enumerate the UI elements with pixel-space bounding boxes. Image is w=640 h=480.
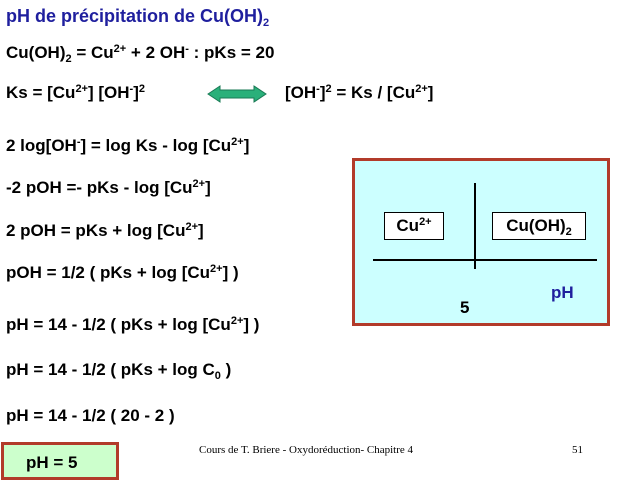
ks-expression: Ks = [Cu2+] [OH-]2 (6, 83, 145, 102)
cu2-plus-label: Cu2+ (384, 212, 444, 240)
page-number: 51 (572, 444, 583, 456)
result-box: pH = 5 (1, 442, 119, 480)
boundary-value: 5 (460, 298, 470, 317)
result-value: pH = 5 (26, 453, 78, 472)
poh-equation-3: pOH = 1/2 ( pKs + log [Cu2+] ) (6, 263, 239, 282)
poh-equation-1: -2 pOH =- pKs - log [Cu2+] (6, 178, 211, 197)
ph-equation-3: pH = 14 - 1/2 ( 20 - 2 ) (6, 406, 175, 425)
double-arrow-icon (207, 85, 267, 103)
ph-equation-2: pH = 14 - 1/2 ( pKs + log C0 ) (6, 360, 232, 382)
diagram-axes (373, 183, 597, 269)
predominance-diagram: Cu2+ Cu(OH)2 5 pH (352, 158, 610, 326)
dissolution-equation: Cu(OH)2 = Cu2+ + 2 OH- : pKs = 20 (6, 43, 275, 65)
ph-equation-1: pH = 14 - 1/2 ( pKs + log [Cu2+] ) (6, 315, 260, 334)
footer-course: Cours de T. Briere - Oxydoréduction- Cha… (199, 444, 414, 456)
oh-expression: [OH-]2 = Ks / [Cu2+] (285, 83, 434, 102)
page-title: pH de précipitation de Cu(OH)2 (6, 6, 270, 29)
poh-equation-2: 2 pOH = pKs + log [Cu2+] (6, 221, 204, 240)
cu-oh-2-label: Cu(OH)2 (492, 212, 586, 240)
log-equation: 2 log[OH-] = log Ks - log [Cu2+] (6, 136, 250, 155)
ph-axis-label: pH (551, 283, 574, 302)
